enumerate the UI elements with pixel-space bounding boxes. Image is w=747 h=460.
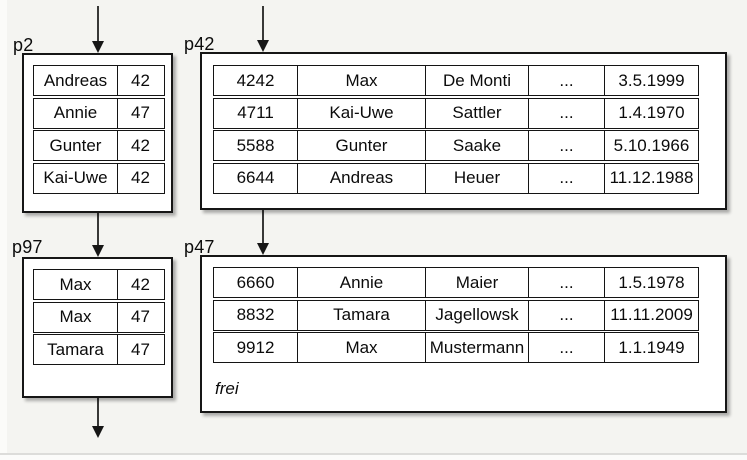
- table-cell: 47: [116, 301, 165, 333]
- table-cell: Tamara: [33, 334, 118, 365]
- table-cell: 11.12.1988: [604, 162, 699, 194]
- table-row: 5588 Gunter Saake ... 5.10.1966: [213, 130, 699, 161]
- page-table-p2: Andreas 42 Annie 47 Gunter 42 Kai-Uwe 42: [33, 65, 165, 194]
- table-cell: Tamara: [296, 299, 427, 331]
- page-box-p2: Andreas 42 Annie 47 Gunter 42 Kai-Uwe 42: [22, 53, 173, 213]
- table-cell: Jagellowsk: [425, 299, 529, 331]
- page-label-p42: p42: [184, 34, 215, 54]
- table-cell: 1.1.1949: [604, 332, 699, 363]
- table-cell: De Monti: [425, 65, 529, 96]
- table-row: 6644 Andreas Heuer ... 11.12.1988: [213, 162, 699, 194]
- table-row: 9912 Max Mustermann ... 1.1.1949: [213, 332, 699, 363]
- table-row: Kai-Uwe 42: [33, 162, 165, 194]
- table-cell: 42: [116, 65, 165, 96]
- table-cell: 1.4.1970: [604, 97, 699, 129]
- table-row: 6660 Annie Maier ... 1.5.1978: [213, 267, 699, 298]
- table-cell: 6660: [213, 267, 298, 298]
- table-row: Max 42: [33, 269, 165, 300]
- table-cell: Max: [33, 301, 118, 333]
- slide-left-edge: [0, 0, 7, 460]
- table-cell: Gunter: [296, 130, 427, 161]
- arrow-p97-out-icon: [92, 398, 104, 438]
- table-cell: 5.10.1966: [604, 130, 699, 161]
- arrow-p42-to-p47-icon: [257, 210, 269, 255]
- table-cell: Gunter: [33, 130, 118, 161]
- page-box-p97: Max 42 Max 47 Tamara 47: [22, 257, 173, 398]
- table-cell: Saake: [425, 130, 529, 161]
- table-cell: ...: [527, 130, 606, 161]
- table-cell: Sattler: [425, 97, 529, 129]
- table-cell: Andreas: [33, 65, 118, 96]
- table-cell: 47: [116, 97, 165, 129]
- table-cell: 5588: [213, 130, 298, 161]
- table-cell: 42: [116, 269, 165, 300]
- page-label-p47: p47: [184, 237, 215, 257]
- table-cell: Annie: [296, 267, 427, 298]
- table-cell: 4711: [213, 97, 298, 129]
- table-cell: Mustermann: [425, 332, 529, 363]
- table-cell: 3.5.1999: [604, 65, 699, 96]
- arrow-into-p42-icon: [257, 6, 269, 52]
- table-cell: Heuer: [425, 162, 529, 194]
- page-box-p47: 6660 Annie Maier ... 1.5.1978 8832 Tamar…: [200, 255, 727, 413]
- table-cell: 9912: [213, 332, 298, 363]
- table-cell: 42: [116, 130, 165, 161]
- table-cell: ...: [527, 332, 606, 363]
- page-label-p2: p2: [13, 35, 34, 55]
- page-table-p42: 4242 Max De Monti ... 3.5.1999 4711 Kai-…: [213, 65, 699, 194]
- table-cell: ...: [527, 267, 606, 298]
- table-cell: ...: [527, 65, 606, 96]
- table-cell: 6644: [213, 162, 298, 194]
- table-cell: 42: [116, 162, 165, 194]
- table-cell: 47: [116, 334, 165, 365]
- table-cell: Andreas: [296, 162, 427, 194]
- table-cell: Max: [33, 269, 118, 300]
- table-cell: 4242: [213, 65, 298, 96]
- table-cell: Kai-Uwe: [296, 97, 427, 129]
- table-row: Andreas 42: [33, 65, 165, 96]
- table-cell: Maier: [425, 267, 529, 298]
- table-row: 4242 Max De Monti ... 3.5.1999: [213, 65, 699, 96]
- table-row: Gunter 42: [33, 130, 165, 161]
- arrow-into-p2-icon: [92, 6, 104, 53]
- page-table-p97: Max 42 Max 47 Tamara 47: [33, 269, 165, 365]
- table-cell: 11.11.2009: [604, 299, 699, 331]
- page-label-p97: p97: [12, 237, 43, 257]
- table-cell: ...: [527, 162, 606, 194]
- arrow-p2-to-p97-icon: [92, 213, 104, 257]
- slide-bottom-edge: [0, 453, 747, 455]
- table-cell: Max: [296, 332, 427, 363]
- table-row: Tamara 47: [33, 334, 165, 365]
- slide-bottom-margin: [0, 455, 747, 460]
- free-space-label: frei: [215, 379, 239, 398]
- table-cell: 8832: [213, 299, 298, 331]
- page-box-p42: 4242 Max De Monti ... 3.5.1999 4711 Kai-…: [200, 52, 727, 210]
- table-cell: ...: [527, 299, 606, 331]
- table-cell: 1.5.1978: [604, 267, 699, 298]
- table-cell: ...: [527, 97, 606, 129]
- table-cell: Max: [296, 65, 427, 96]
- table-cell: Kai-Uwe: [33, 162, 118, 194]
- table-row: 8832 Tamara Jagellowsk ... 11.11.2009: [213, 299, 699, 331]
- page-table-p47: 6660 Annie Maier ... 1.5.1978 8832 Tamar…: [213, 267, 699, 363]
- table-cell: Annie: [33, 97, 118, 129]
- table-row: Annie 47: [33, 97, 165, 129]
- table-row: 4711 Kai-Uwe Sattler ... 1.4.1970: [213, 97, 699, 129]
- table-row: Max 47: [33, 301, 165, 333]
